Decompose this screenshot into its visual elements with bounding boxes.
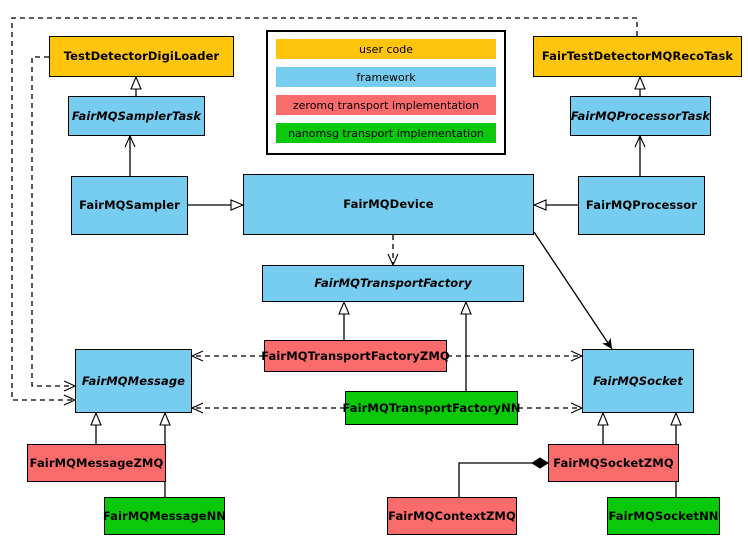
class-node-FairMQTransportFactoryNN[interactable]: FairMQTransportFactoryNN — [342, 391, 520, 425]
legend-item-0: user code — [276, 39, 496, 59]
class-node-FairMQSocketZMQ[interactable]: FairMQSocketZMQ — [548, 444, 679, 482]
legend-item-1: framework — [276, 67, 496, 87]
legend-item-2: zeromq transport implementation — [276, 95, 496, 115]
class-node-FairMQMessageNN[interactable]: FairMQMessageNN — [103, 497, 226, 535]
class-node-FairMQProcessor[interactable]: FairMQProcessor — [578, 176, 705, 235]
class-node-FairTestDetectorMQRecoTask[interactable]: FairTestDetectorMQRecoTask — [533, 36, 742, 77]
class-node-FairMQContextZMQ[interactable]: FairMQContextZMQ — [387, 497, 517, 535]
class-node-FairMQTransportFactoryZMQ[interactable]: FairMQTransportFactoryZMQ — [261, 340, 450, 372]
class-node-FairMQSocket[interactable]: FairMQSocket — [582, 349, 694, 413]
class-node-FairMQMessageZMQ[interactable]: FairMQMessageZMQ — [27, 444, 166, 482]
class-node-TestDetectorDigiLoader[interactable]: TestDetectorDigiLoader — [49, 36, 234, 77]
edge-contextzmq-to-socketzmq — [458, 457, 549, 497]
class-node-FairMQMessage[interactable]: FairMQMessage — [75, 349, 192, 413]
class-node-FairMQProcessorTask[interactable]: FairMQProcessorTask — [570, 96, 711, 136]
class-node-FairMQTransportFactory[interactable]: FairMQTransportFactory — [262, 265, 524, 302]
class-node-FairMQSamplerTask[interactable]: FairMQSamplerTask — [68, 96, 205, 136]
legend-item-3: nanomsg transport implementation — [276, 123, 496, 143]
class-node-FairMQSampler[interactable]: FairMQSampler — [71, 176, 188, 235]
edge-device-to-socket — [533, 231, 613, 350]
class-node-FairMQSocketNN[interactable]: FairMQSocketNN — [607, 497, 720, 535]
class-node-FairMQDevice[interactable]: FairMQDevice — [243, 174, 534, 235]
